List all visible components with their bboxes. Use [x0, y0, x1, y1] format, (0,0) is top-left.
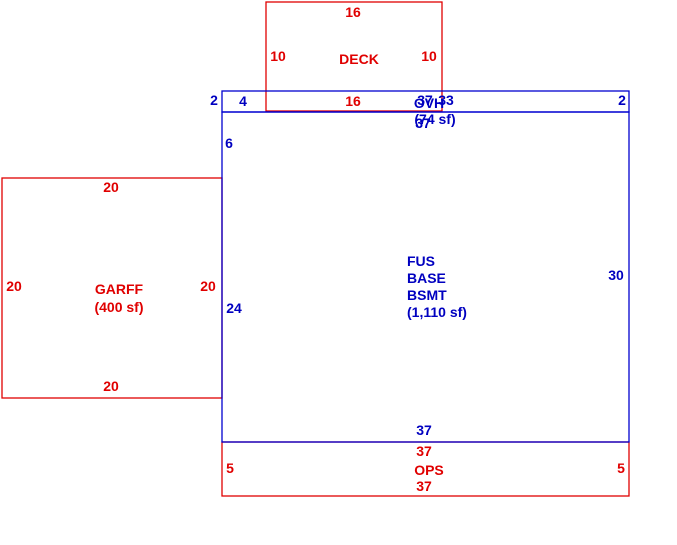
garff-area: (400 sf) — [94, 299, 143, 315]
ops-dim-right: 5 — [617, 460, 625, 476]
main-name-line2: BASE — [407, 270, 446, 286]
ovh-dim-right: 2 — [618, 92, 626, 108]
main-dim-bottom: 37 — [416, 422, 432, 438]
garff-dim-bottom: 20 — [103, 378, 119, 394]
main-name-line3: BSMT — [407, 287, 447, 303]
garff-dim-left: 20 — [6, 278, 22, 294]
deck-dim-bottom: 16 — [345, 93, 361, 109]
ovh-area: (74 sf) — [414, 111, 455, 127]
ovh-dim-mid-a: 37 — [417, 92, 433, 108]
deck-dim-right: 10 — [421, 48, 437, 64]
ovh-dim-left-top: 4 — [239, 93, 247, 109]
ovh-dim-left-edge: 2 — [210, 92, 218, 108]
deck-dim-top: 16 — [345, 4, 361, 20]
main-dim-right: 30 — [608, 267, 624, 283]
garff-dim-top: 20 — [103, 179, 119, 195]
ovh-name: OVH — [414, 95, 444, 111]
ops-name: OPS — [414, 462, 444, 478]
garff-name: GARFF — [95, 281, 144, 297]
ops-dim-top: 37 — [416, 443, 432, 459]
main-area: (1,110 sf) — [407, 304, 467, 320]
main-dim-left-lower: 24 — [226, 300, 242, 316]
deck-name: DECK — [339, 51, 379, 67]
main-dim-left-upper: 6 — [225, 135, 233, 151]
ovh-outline — [221, 90, 630, 113]
deck-outline — [265, 1, 443, 112]
garff-dim-right: 20 — [200, 278, 216, 294]
ops-dim-left: 5 — [226, 460, 234, 476]
main-name-line1: FUS — [407, 253, 435, 269]
ops-dim-bottom: 37 — [416, 478, 432, 494]
deck-dim-left: 10 — [270, 48, 286, 64]
ovh-dim-mid-b: 33 — [438, 92, 454, 108]
ovh-dim-mid-c: 37 — [415, 115, 431, 131]
